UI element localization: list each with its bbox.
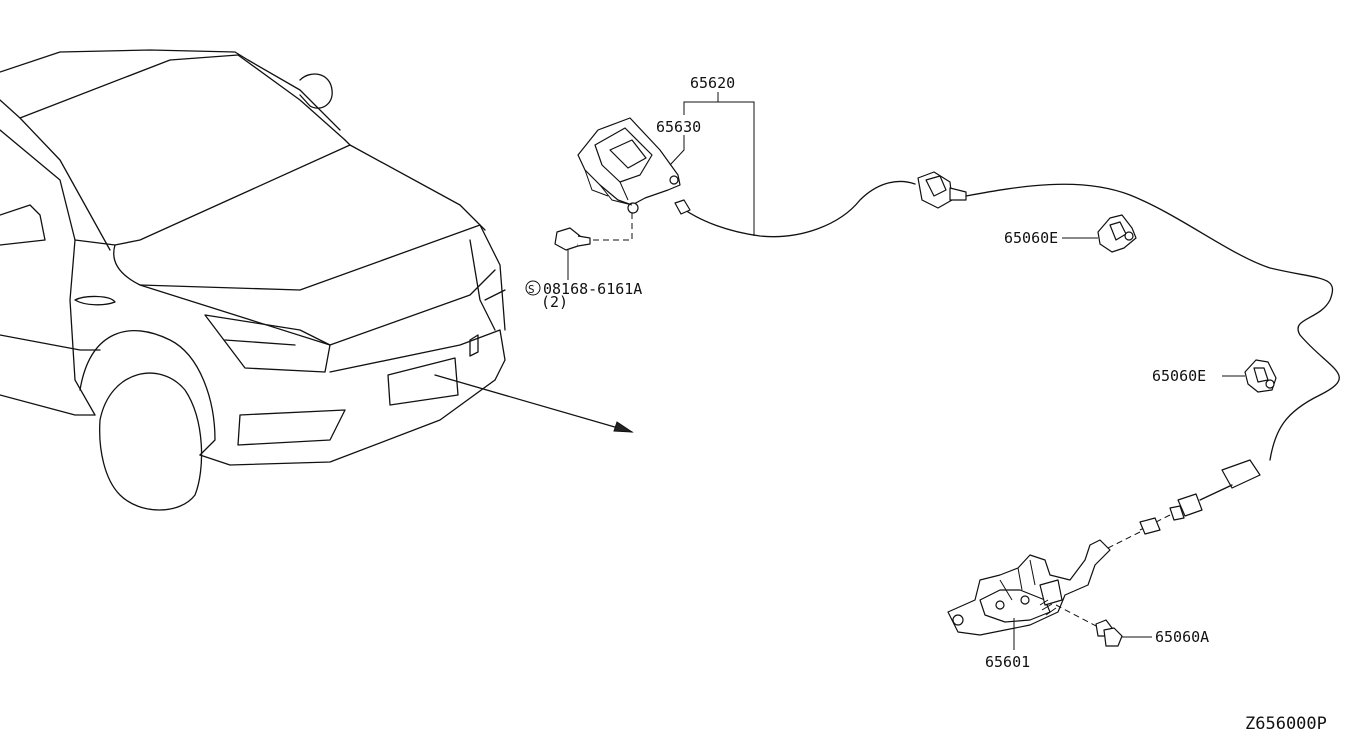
label-65060e-lower: 65060E	[1152, 367, 1206, 385]
hood-latch-assembly	[947, 539, 1111, 650]
label-65620: 65620	[690, 74, 735, 92]
label-65060a: 65060A	[1155, 628, 1209, 646]
bolt-65060a	[1095, 619, 1152, 647]
cable-clip-65060e-upper	[1062, 214, 1137, 253]
label-65060e-upper: 65060E	[1004, 229, 1058, 247]
diagram-code: Z656000P	[1245, 714, 1327, 734]
leader-lines	[669, 92, 755, 236]
label-65630: 65630	[656, 118, 701, 136]
hood-release-handle	[577, 117, 681, 241]
label-65601: 65601	[985, 653, 1030, 671]
bolt-symbol-letter: S	[528, 283, 535, 296]
bolt-symbol-icon	[525, 280, 541, 296]
label-08168-6161a: 08168-6161A	[543, 280, 642, 298]
hood-release-cable	[674, 171, 1340, 553]
vehicle-front-illustration	[0, 49, 634, 511]
bolt-08168-6161a	[554, 227, 591, 280]
cable-clip-65060e-lower	[1222, 359, 1277, 393]
part-labels: 65620 65630 S 08168-6161A (2) 65060E 650…	[525, 74, 1327, 734]
label-08168-quantity: (2)	[541, 293, 568, 311]
